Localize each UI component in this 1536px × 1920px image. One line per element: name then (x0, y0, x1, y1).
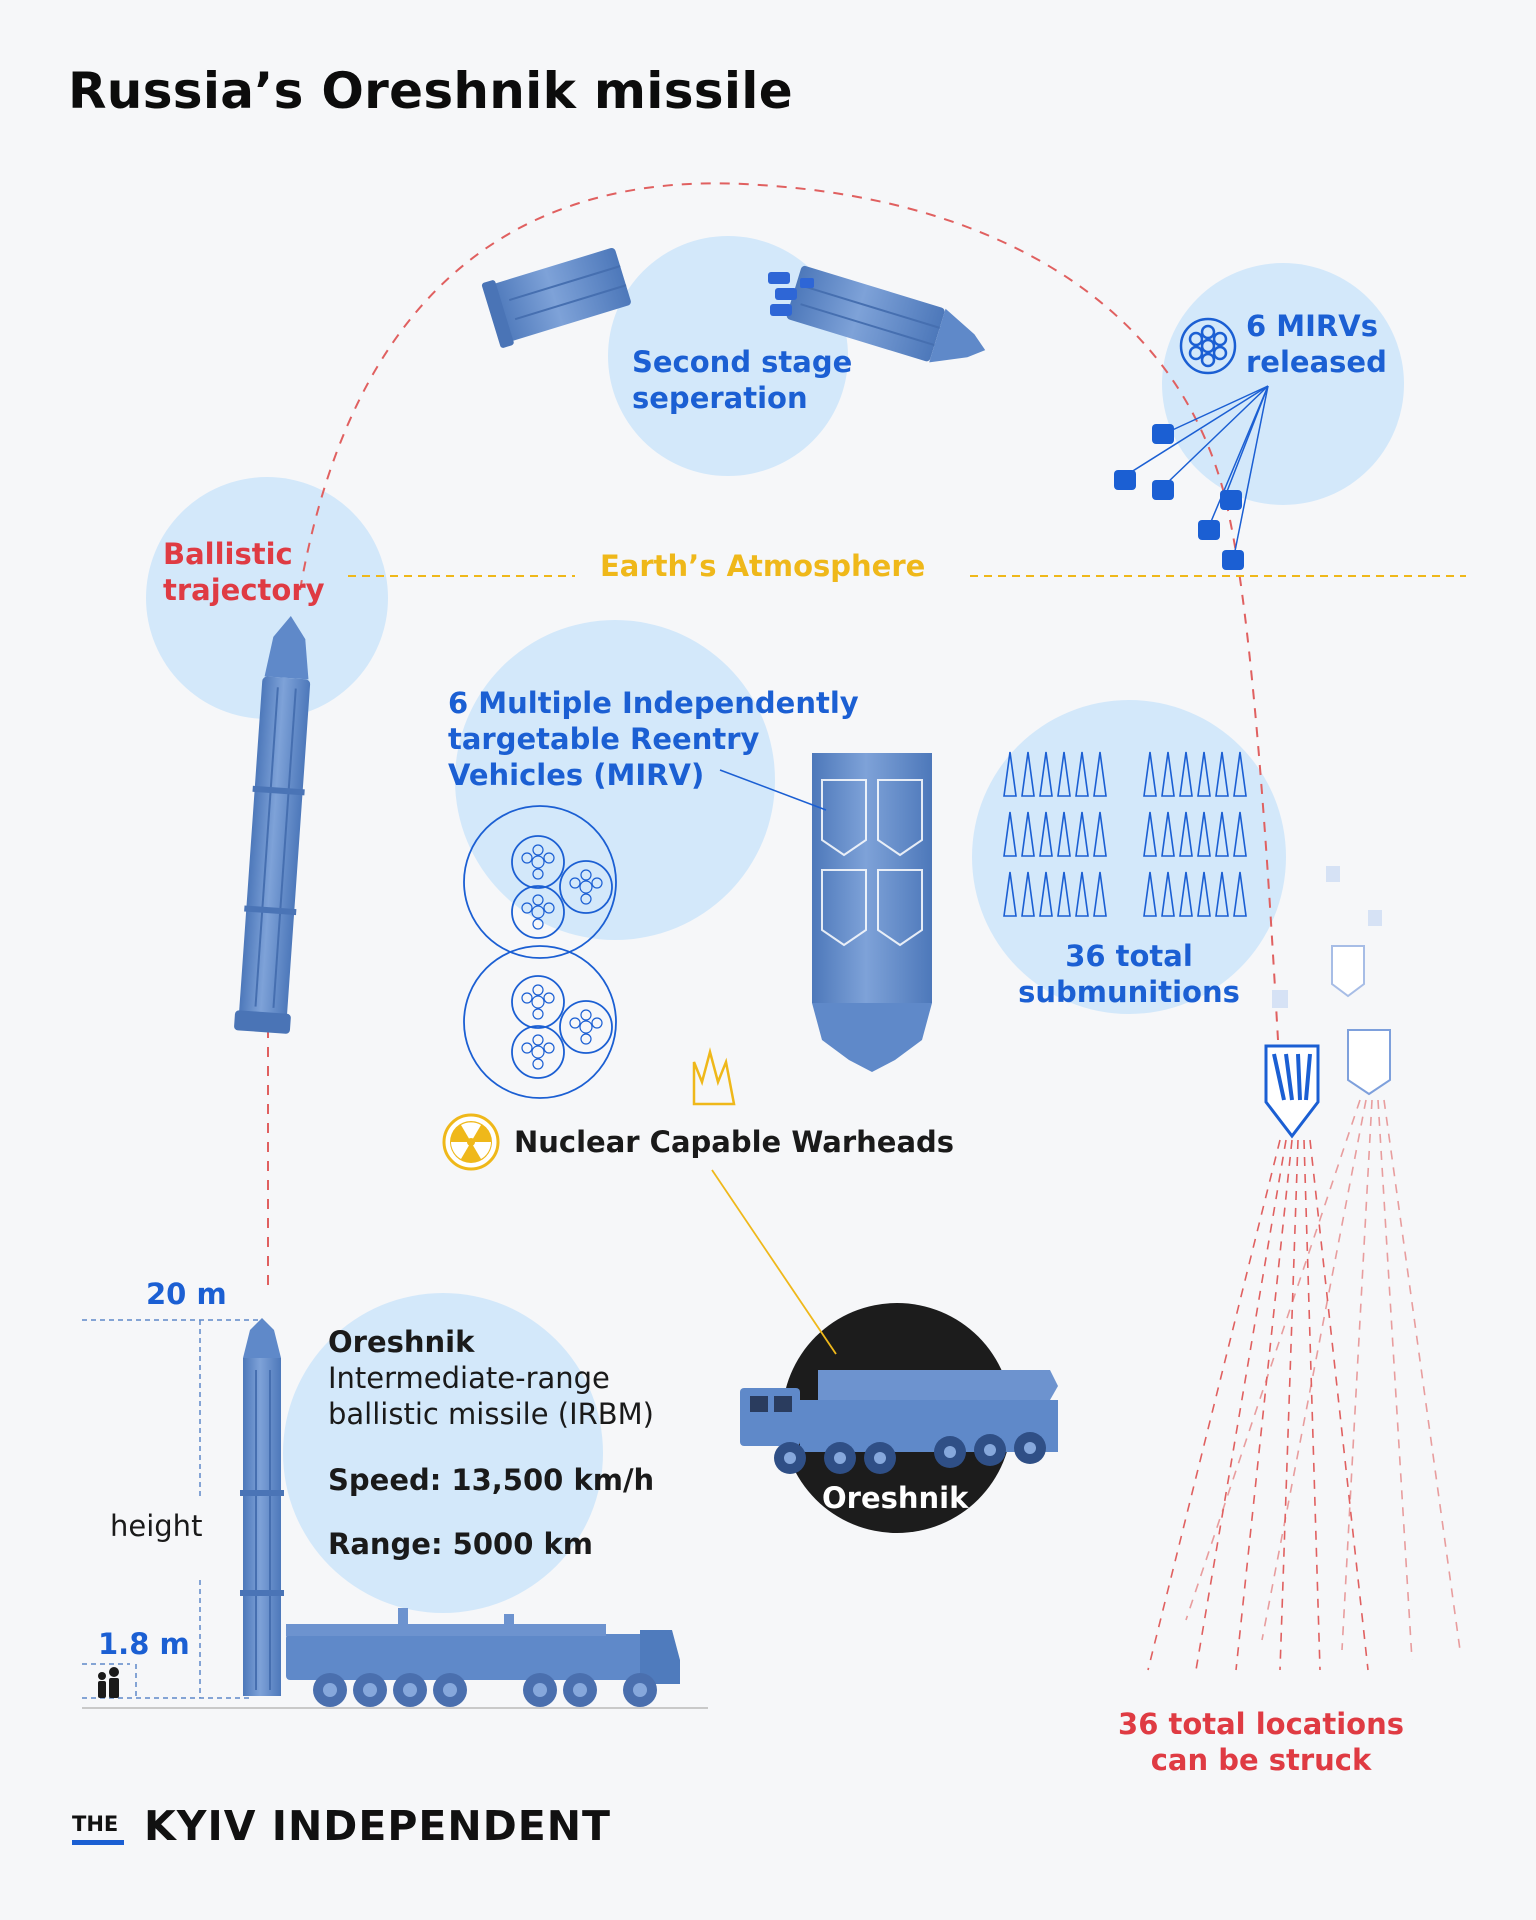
mirv-cross-sections (463, 805, 617, 1099)
mirv-label-line1: 6 Multiple Independently (448, 686, 859, 720)
first-stage-body (481, 248, 631, 348)
impact-label: 36 total locations can be struck (1106, 1706, 1416, 1778)
separation-label-line2: seperation (632, 381, 808, 415)
submunitions-label: 36 total submunitions (1014, 938, 1244, 1010)
specs-speed: Speed: 13,500 km/h (328, 1463, 655, 1497)
trajectory-arc (267, 182, 1279, 1285)
specs-type-line2: ballistic missile (IRBM) (328, 1397, 654, 1431)
specs-block: Oreshnik Intermediate-range ballistic mi… (328, 1324, 654, 1562)
atmosphere-label: Earth’s Atmosphere (600, 549, 926, 583)
mirv-bundle-icon (1179, 317, 1237, 375)
ballistic-label: Ballistic trajectory (163, 536, 325, 608)
mirv-label-line2: targetable Reentry (448, 722, 760, 756)
truck-launcher-icon (286, 1608, 680, 1707)
launcher-label: Oreshnik (822, 1481, 969, 1515)
nuclear-label: Nuclear Capable Warheads (514, 1125, 955, 1159)
impact-label-line1: 36 total locations (1118, 1707, 1404, 1741)
submunitions-line1: 36 total (1065, 939, 1193, 973)
mirv-label: 6 Multiple Independently targetable Reen… (448, 685, 859, 793)
dark-circle-truck (740, 1370, 1058, 1474)
specs-circle (283, 1293, 603, 1613)
ballistic-label-line2: trajectory (163, 573, 325, 607)
person-silhouette-icon (98, 1667, 119, 1698)
radiation-icon (442, 1113, 500, 1171)
person-height-label: 1.8 m (98, 1627, 190, 1661)
top-height-label: 20 m (146, 1277, 227, 1311)
mirvs-released-line1: 6 MIRVs (1246, 309, 1378, 343)
ballistic-label-line1: Ballistic (163, 537, 293, 571)
height-label: height (110, 1509, 203, 1543)
crown-warhead-icon (692, 1047, 736, 1106)
impact-warheads (1264, 866, 1391, 1139)
mirv-dots (521, 844, 603, 1070)
mirv-label-line3: Vehicles (MIRV) (448, 758, 705, 792)
separated-warheads (768, 272, 814, 316)
submunitions-line2: submunitions (1018, 975, 1240, 1009)
footer-the: THE (72, 1812, 119, 1836)
separation-label: Second stage seperation (632, 344, 852, 416)
footer-brand-name: KYIV INDEPENDENT (144, 1802, 612, 1850)
footer-accent-bar (72, 1840, 124, 1845)
impact-label-line2: can be struck (1150, 1743, 1372, 1777)
released-warheads (1114, 424, 1244, 570)
impact-rays (1147, 1099, 1461, 1671)
mirv-release-circle (1162, 263, 1404, 505)
mirvs-released-label: 6 MIRVs released (1246, 308, 1387, 380)
height-scale (82, 1319, 262, 1699)
specs-range: Range: 5000 km (328, 1527, 593, 1561)
separation-label-line1: Second stage (632, 345, 853, 379)
mirvs-released-line2: released (1246, 345, 1387, 379)
payload-section (719, 753, 932, 1072)
specs-type-line1: Intermediate-range (328, 1361, 610, 1395)
specs-name: Oreshnik (328, 1325, 475, 1359)
nuclear-leader-line (711, 1169, 837, 1355)
second-stage-body (786, 265, 986, 363)
mirv-release-lines (1127, 385, 1269, 557)
flying-missile (234, 616, 311, 1034)
submunition-grid (1003, 751, 1247, 917)
standing-missile (240, 1318, 284, 1696)
submunitions-circle (972, 700, 1286, 1014)
page-title: Russia’s Oreshnik missile (68, 62, 793, 120)
